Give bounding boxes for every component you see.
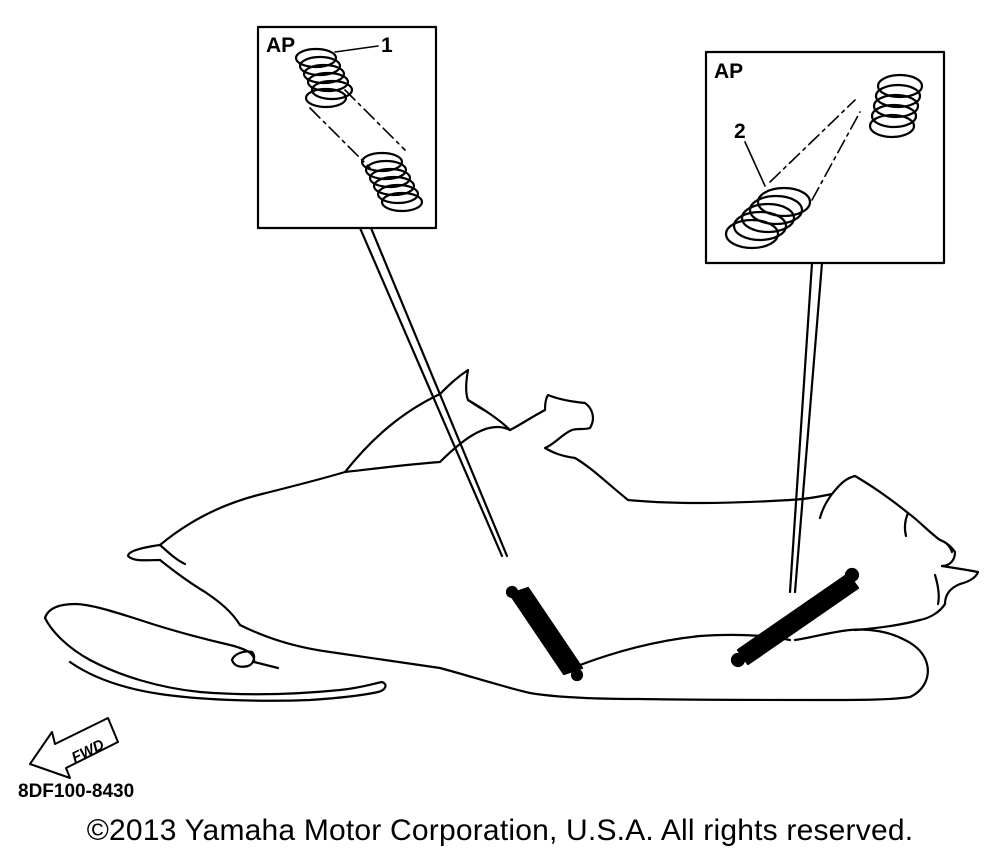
callout-box-1: [256, 25, 509, 558]
snowmobile-outline: [43, 368, 980, 702]
front-shock-absorber: [505, 585, 584, 682]
callout-2-tag: AP: [714, 60, 743, 83]
callout-1-tag: AP: [266, 34, 295, 57]
callout-box-2: [704, 50, 946, 594]
spring-1-lower-coils: [360, 151, 424, 213]
spring-1-upper-coils: [294, 47, 354, 109]
fwd-label: FWD: [69, 736, 107, 766]
callout-2-number: 2: [734, 120, 746, 143]
fwd-arrow-icon: [29, 717, 119, 779]
spring-2-upper-coils: [868, 73, 924, 139]
copyright-notice: ©2013 Yamaha Motor Corporation, U.S.A. A…: [86, 814, 914, 847]
rear-shock-absorber: [730, 567, 860, 668]
callout-1-number: 1: [381, 34, 393, 57]
spring-2-lower-coils: [724, 186, 812, 250]
part-number: 8DF100-8430: [18, 781, 135, 802]
